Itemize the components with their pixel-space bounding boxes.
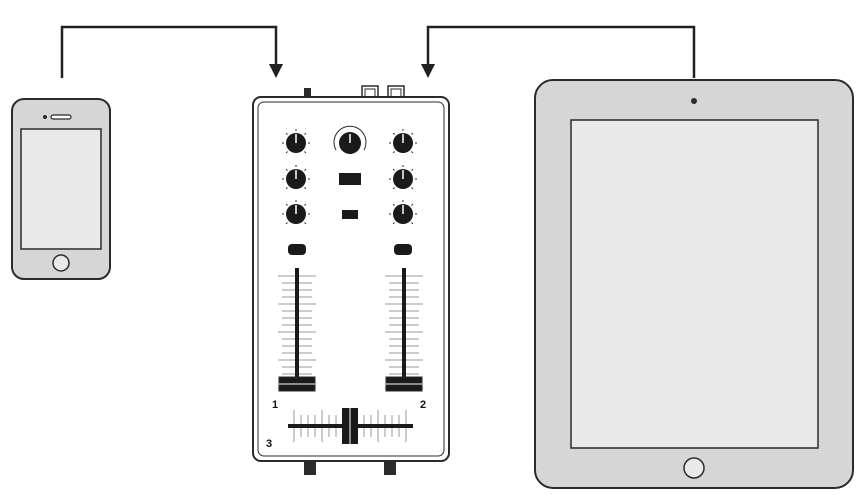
eq-knob-2[interactable] xyxy=(389,129,417,154)
tablet-home-button xyxy=(683,457,705,479)
channel-1-fader[interactable] xyxy=(278,268,316,392)
tablet-device xyxy=(534,79,854,489)
mixer-device: 1 2 3 xyxy=(252,85,450,475)
master-knob[interactable] xyxy=(333,125,367,154)
mixer-input-jack-left xyxy=(304,88,311,98)
phone-home-button xyxy=(52,254,70,272)
cue-button-2[interactable] xyxy=(394,244,412,255)
tablet-screen xyxy=(570,119,819,449)
eq-knob-1[interactable] xyxy=(282,129,310,154)
crossfader[interactable] xyxy=(288,408,413,444)
mode-switch[interactable] xyxy=(339,173,361,185)
channel-2-fader[interactable] xyxy=(385,268,423,392)
mixer-foot-right xyxy=(384,460,396,475)
phone-to-mixer-connector xyxy=(60,25,283,78)
mixer-foot-left xyxy=(304,460,316,475)
phone-speaker-icon xyxy=(50,114,72,120)
eq-knob-4[interactable] xyxy=(389,165,417,190)
eq-knob-3[interactable] xyxy=(282,165,310,190)
crossfader-label: 3 xyxy=(266,438,272,450)
cue-button-1[interactable] xyxy=(288,244,306,255)
phone-screen xyxy=(20,128,102,250)
tablet-camera-icon xyxy=(691,98,697,104)
phone-device xyxy=(11,98,111,280)
tablet-to-mixer-connector xyxy=(421,25,696,78)
eq-knob-6[interactable] xyxy=(389,200,417,225)
channel-2-label: 2 xyxy=(420,399,426,411)
mixer-face xyxy=(257,101,445,457)
small-switch[interactable] xyxy=(342,210,358,219)
phone-camera-icon xyxy=(43,115,47,119)
channel-1-label: 1 xyxy=(272,399,278,411)
eq-knob-5[interactable] xyxy=(282,200,310,225)
